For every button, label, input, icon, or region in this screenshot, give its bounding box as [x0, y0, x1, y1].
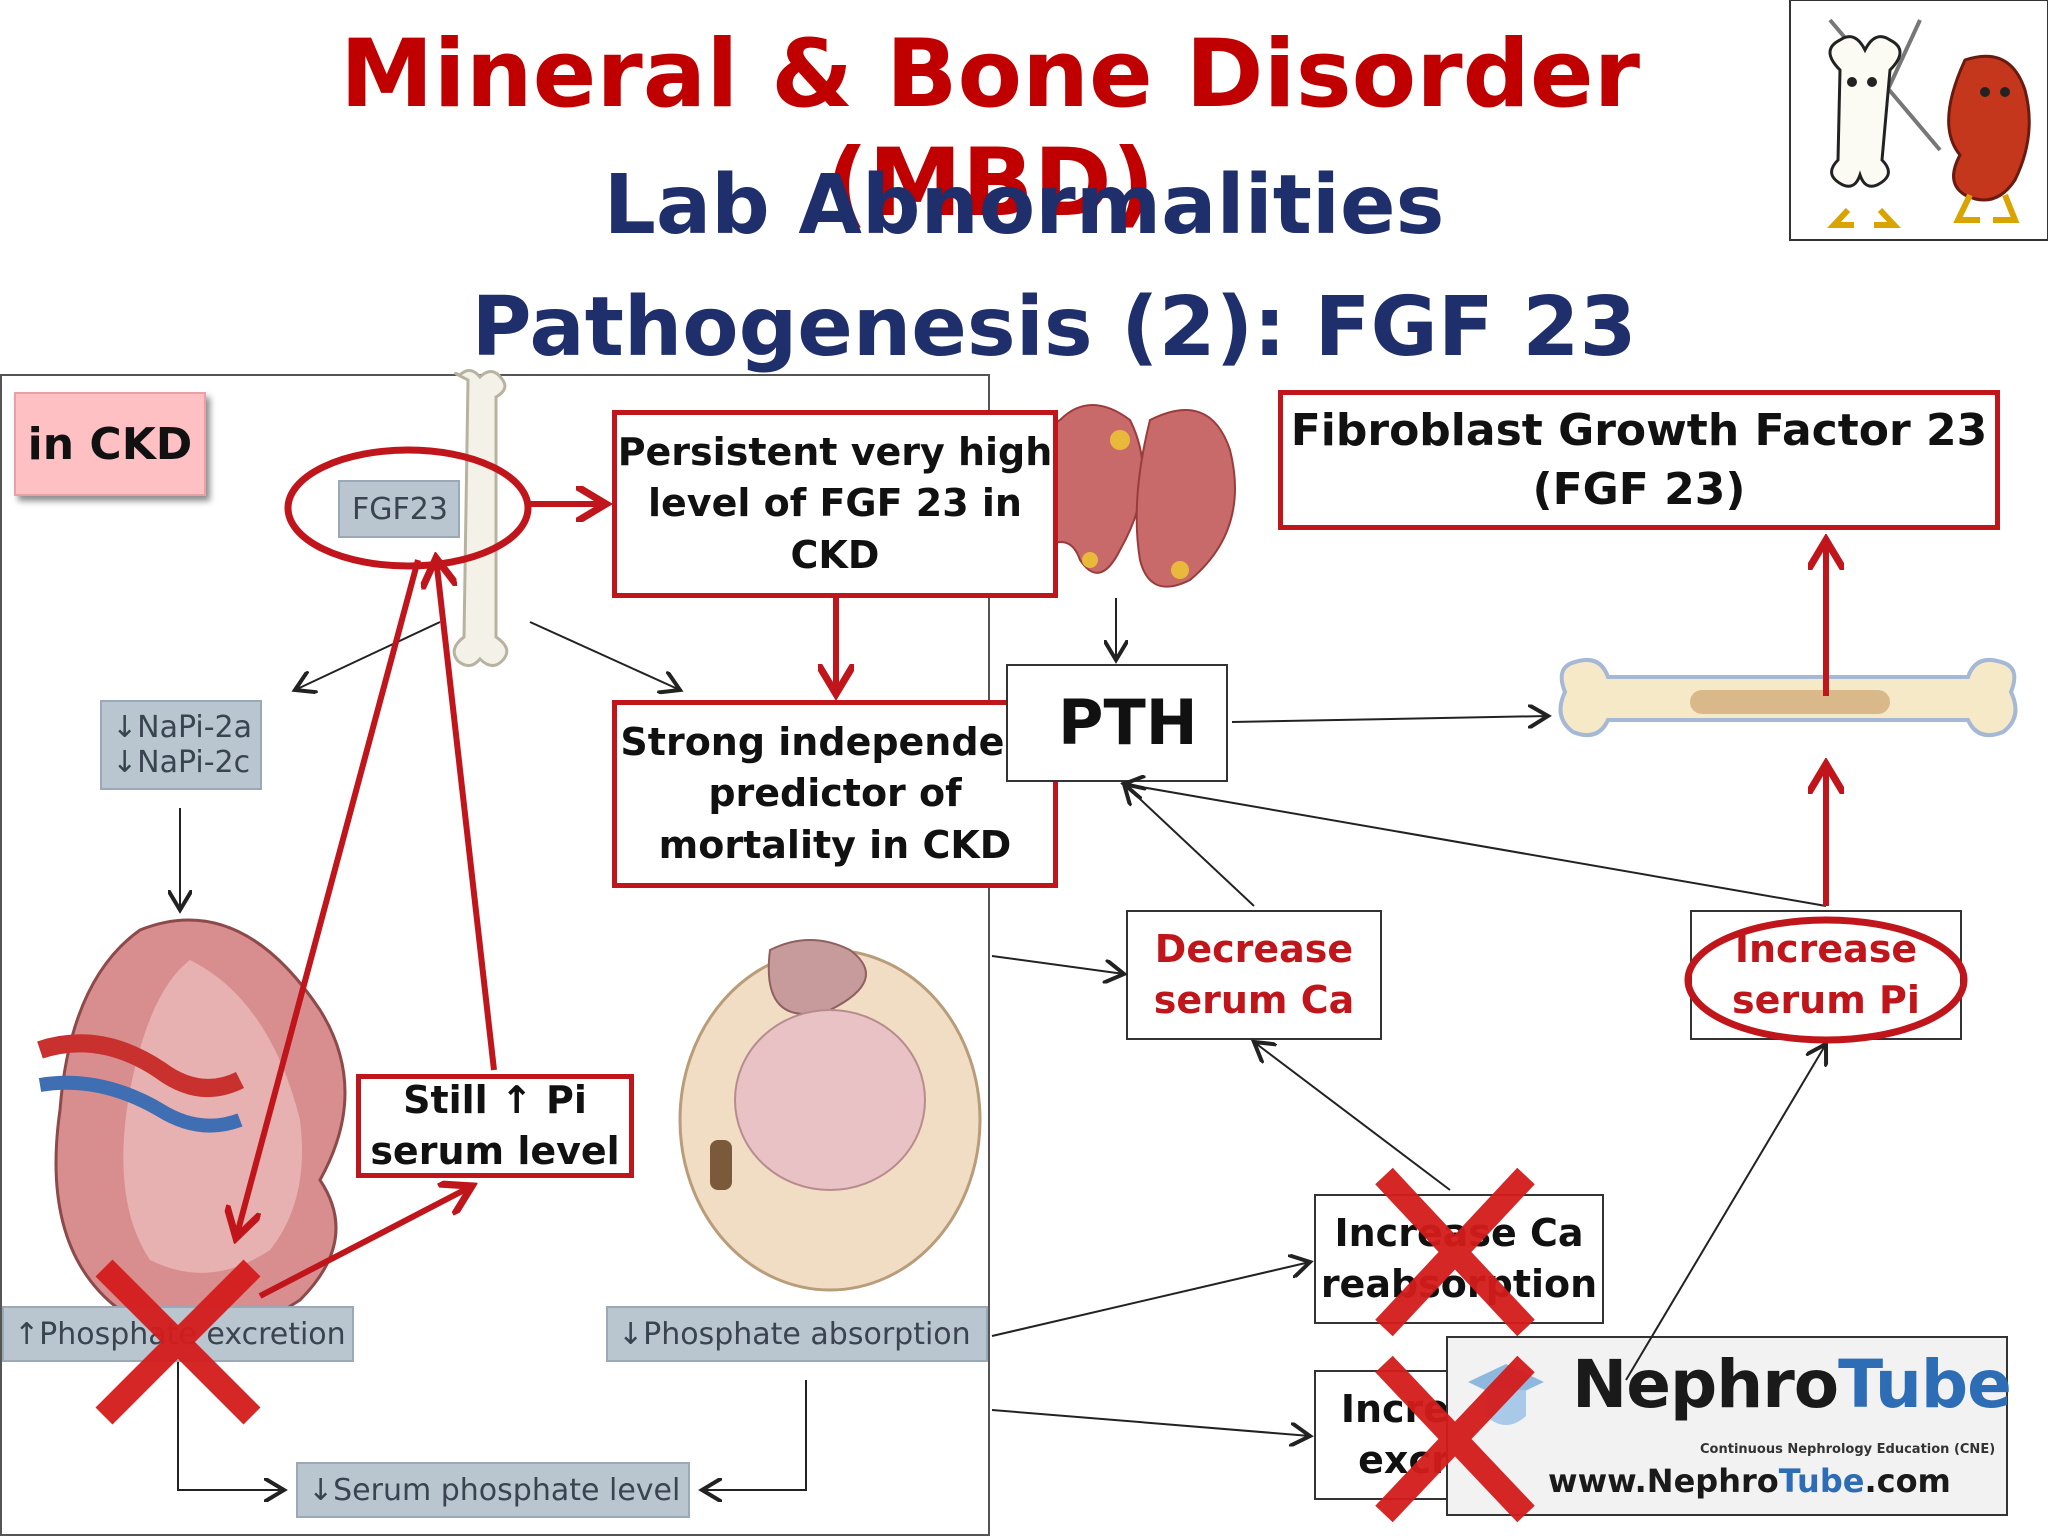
persistent-line-2: level of FGF 23 in CKD [648, 481, 1022, 577]
arrow-panel-to-pi-excretion [991, 1409, 1310, 1436]
fgf-title-line-1: Fibroblast Growth Factor 23 [1290, 404, 1988, 456]
brand-nephro: Nephro [1572, 1346, 1839, 1423]
arrow-absorption-to-ca-reabsorption [991, 1262, 1310, 1337]
url-nephro: Nephro [1646, 1462, 1779, 1500]
predictor-line-3: mortality in CKD [658, 822, 1012, 867]
subtitle: Lab Abnormalities [603, 158, 1445, 253]
arrow-increase-pi-to-pth [1124, 784, 1827, 907]
increase-pi-line-1: Increase [1734, 926, 1918, 971]
napi-2a-label: ↓NaPi-2a [112, 710, 253, 745]
main-title: Mineral & Bone Disorder (MBD) [339, 20, 1641, 238]
nephrotube-watermark: NephroTube Continuous Nephrology Educati… [1446, 1336, 2012, 1516]
graduation-cap-icon [1468, 1364, 1544, 1425]
brand-tagline: Continuous Nephrology Education (CNE) [1700, 1442, 1996, 1457]
section-title: Pathogenesis (2): FGF 23 [471, 280, 1637, 375]
arrow-pth-to-bone [1231, 716, 1548, 722]
persistent-line-1: Persistent very high [617, 430, 1053, 475]
url-tube: Tube [1778, 1462, 1865, 1500]
arrow-decrease-ca-to-pth [1124, 784, 1255, 907]
decrease-ca-line-2: serum Ca [1153, 978, 1355, 1022]
phosphate-absorption-node: ↓Phosphate absorption [606, 1306, 988, 1362]
arrow-ca-reabsorption-to-decrease-ca [1254, 1042, 1451, 1191]
ca-reabsorption-line-2: reabsorption [1320, 1262, 1598, 1306]
increase-serum-pi-node: Increase serum Pi [1690, 910, 1962, 1040]
increase-pi-line-2: serum Pi [1732, 978, 1920, 1022]
fgf23-definition-box: Fibroblast Growth Factor 23 (FGF 23) [1278, 390, 2000, 530]
persistent-fgf23-callout: Persistent very high level of FGF 23 in … [612, 410, 1058, 598]
phosphate-excretion-node: ↑Phosphate excretion [2, 1306, 354, 1362]
url-com: .com [1864, 1462, 1951, 1500]
still-high-pi-callout: Still ↑ Pi serum level [356, 1074, 634, 1178]
predictor-line-1: Strong independent [620, 720, 1050, 765]
increase-ca-reabsorption-node: Increase Ca reabsorption [1314, 1194, 1604, 1324]
still-pi-line-1: Still ↑ Pi [403, 1077, 587, 1122]
brand-tube: Tube [1838, 1346, 2012, 1423]
napi-node: ↓NaPi-2a ↓NaPi-2c [100, 700, 262, 790]
ca-reabsorption-line-1: Increase Ca [1334, 1210, 1584, 1255]
decrease-ca-line-1: Decrease [1154, 926, 1354, 971]
still-pi-line-2: serum level [370, 1129, 620, 1173]
serum-phosphate-node: ↓Serum phosphate level [296, 1462, 690, 1518]
fgf-title-line-2: (FGF 23) [1532, 464, 1746, 515]
fgf23-node: FGF23 [338, 480, 460, 538]
decrease-serum-ca-node: Decrease serum Ca [1126, 910, 1382, 1040]
napi-2c-label: ↓NaPi-2c [112, 745, 251, 780]
arrow-panel-to-decrease-ca [991, 955, 1124, 974]
in-ckd-badge: in CKD [14, 392, 206, 496]
predictor-line-2: predictor of [708, 771, 962, 816]
arrow-pi-excretion-to-increase-pi [1625, 1044, 1826, 1381]
pth-node: PTH [1006, 664, 1228, 782]
url-www: www. [1548, 1462, 1647, 1500]
mortality-predictor-callout: Strong independent predictor of mortalit… [612, 700, 1058, 888]
